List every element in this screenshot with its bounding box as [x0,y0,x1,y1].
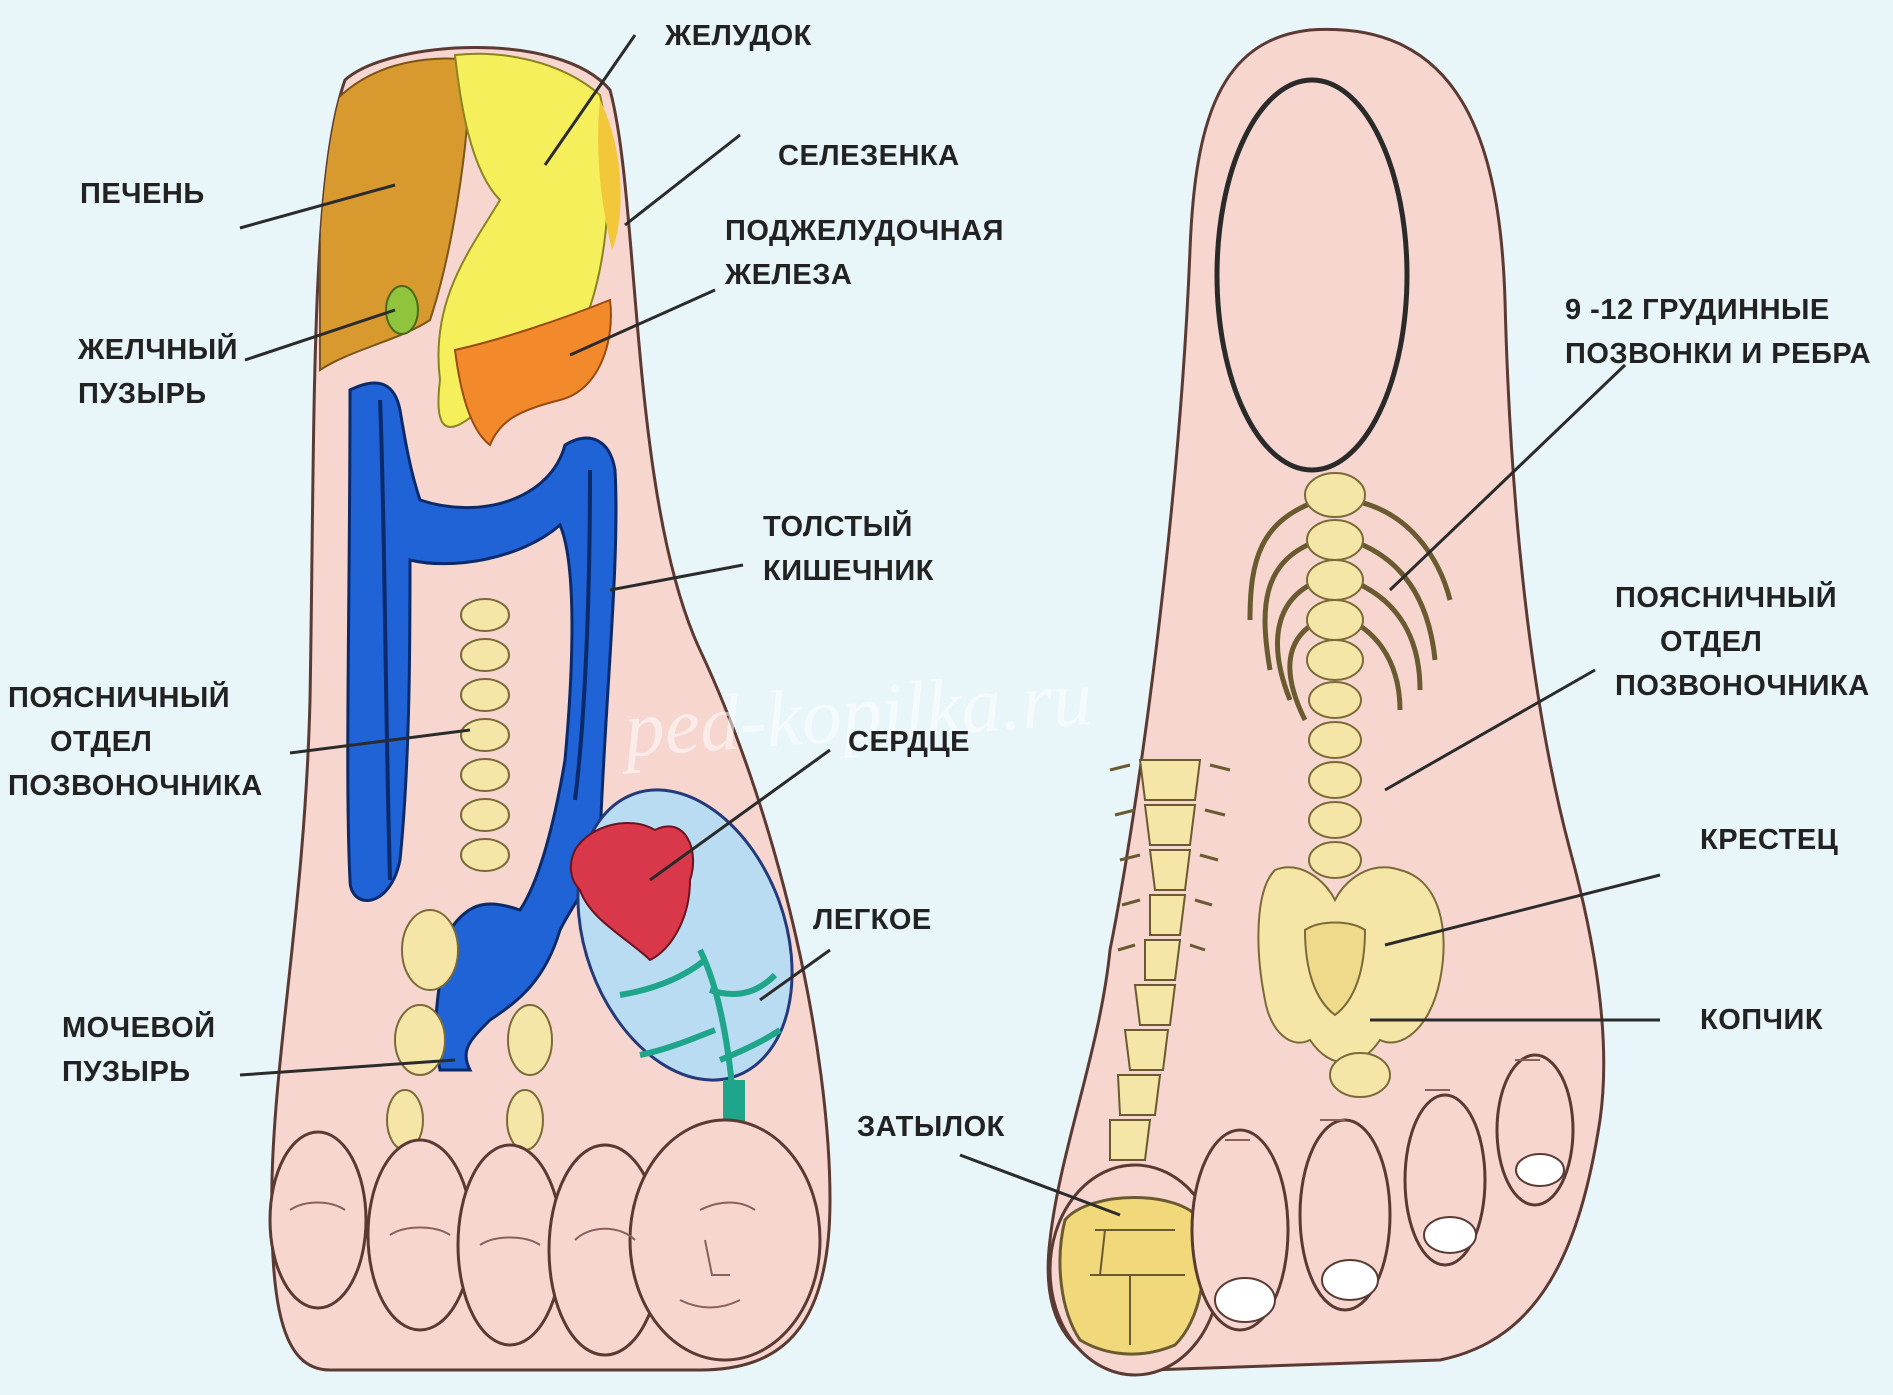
label-gallbladder: ЖЕЛЧНЫЙ ПУЗЫРЬ [78,328,238,416]
right-foot [1048,29,1604,1375]
label-colon: ТОЛСТЫЙ КИШЕЧНИК [763,505,934,593]
coccyx [1330,1053,1390,1097]
label-lumbar-right: ПОЯСНИЧНЫЙ ОТДЕЛ ПОЗВОНОЧНИКА [1615,576,1870,708]
label-stomach: ЖЕЛУДОК [665,14,812,58]
label-sacrum: КРЕСТЕЦ [1700,818,1838,862]
label-lung: ЛЕГКОЕ [813,898,932,942]
label-coccyx: КОПЧИК [1700,998,1823,1042]
label-pancreas: ПОДЖЕЛУДОЧНАЯ ЖЕЛЕЗА [725,209,1004,297]
label-heart: СЕРДЦЕ [848,720,970,764]
label-bladder: МОЧЕВОЙ ПУЗЫРЬ [62,1006,216,1094]
big-toenail [1217,80,1407,470]
label-lumbar-left: ПОЯСНИЧНЫЙ ОТДЕЛ ПОЗВОНОЧНИКА [8,676,263,808]
label-spleen: СЕЛЕЗЕНКА [778,134,960,178]
label-occiput: ЗАТЫЛОК [857,1105,1005,1149]
label-thoracic: 9 -12 ГРУДИННЫЕ ПОЗВОНКИ И РЕБРА [1565,288,1871,376]
label-liver: ПЕЧЕНЬ [80,172,205,216]
